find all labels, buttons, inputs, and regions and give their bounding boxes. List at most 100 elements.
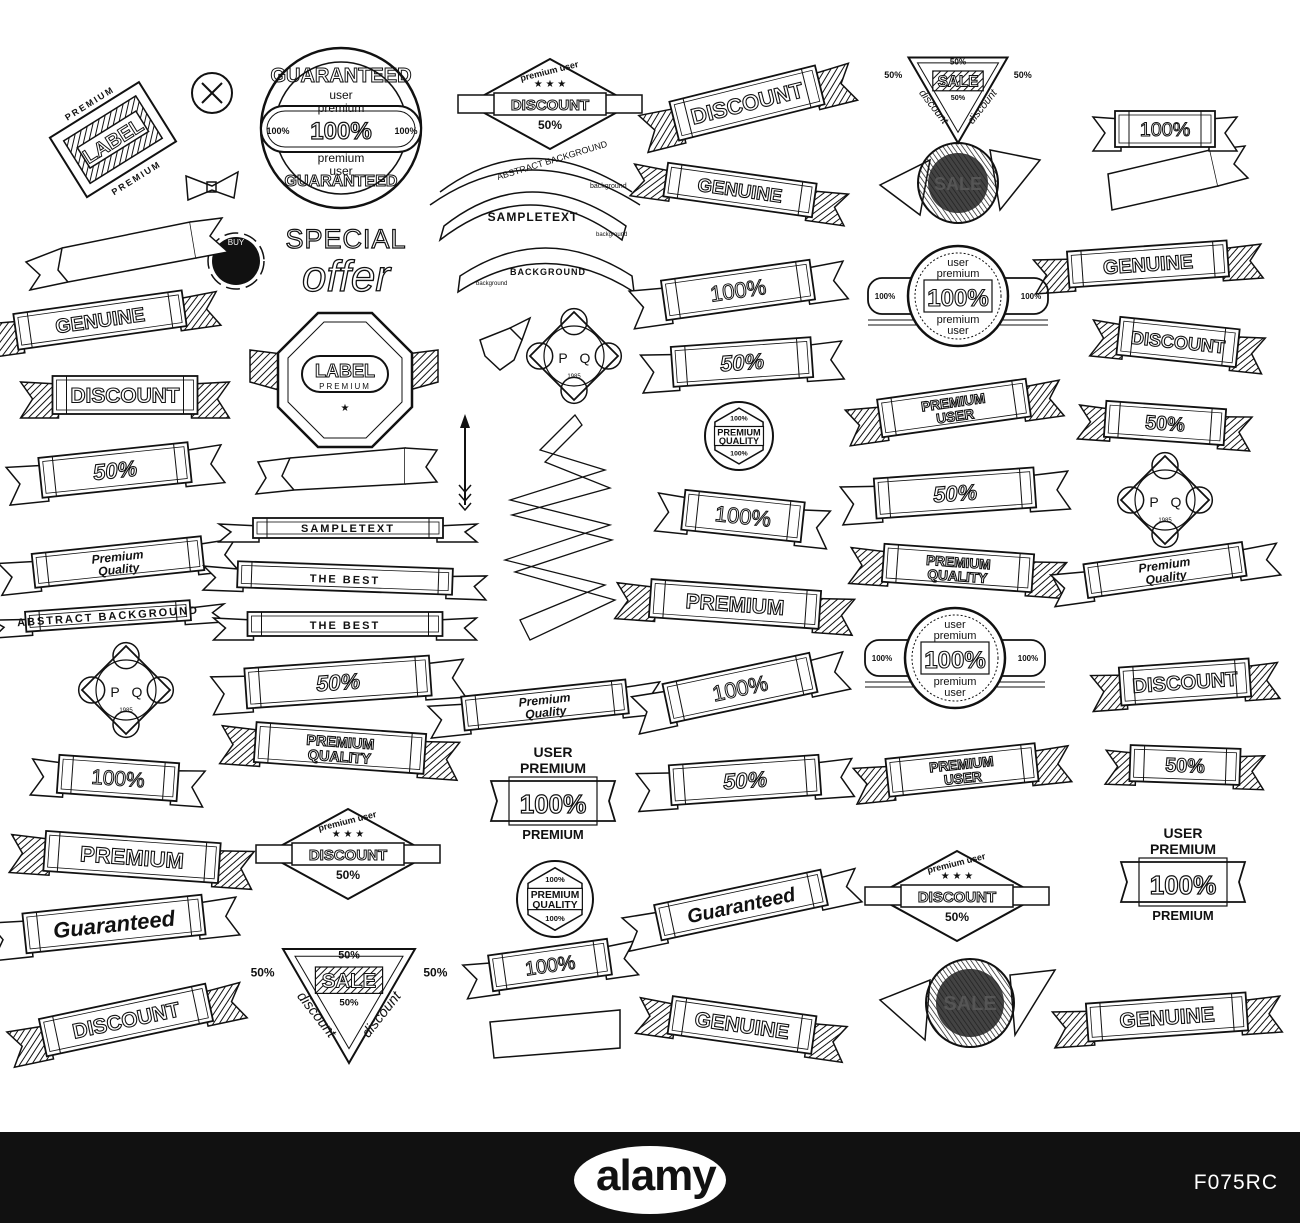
svg-text:background: background <box>596 232 627 238</box>
ribbon-text: USER <box>943 769 983 788</box>
blank-ribbon <box>24 217 230 292</box>
svg-text:100%: 100% <box>872 654 892 663</box>
svg-text:premium: premium <box>934 630 977 642</box>
ribbon-r21: 100% <box>627 258 850 330</box>
svg-text:50%: 50% <box>884 70 902 80</box>
ribbon-r20: GENUINE <box>628 161 851 227</box>
svg-text:100%: 100% <box>924 647 985 674</box>
ribbon-r28: GENUINE <box>633 995 849 1064</box>
svg-text:★ ★ ★: ★ ★ ★ <box>941 871 973 882</box>
ribbon-r25: 100% <box>629 650 853 735</box>
svg-text:background: background <box>476 281 507 287</box>
ribbon-text: 50% <box>719 348 765 376</box>
svg-text:PREMIUM: PREMIUM <box>531 890 580 901</box>
svg-text:SPECIAL: SPECIAL <box>285 224 406 254</box>
svg-text:100%: 100% <box>1150 870 1217 900</box>
ribbon-text: Premium <box>91 547 144 566</box>
ribbon-text: 50% <box>1144 412 1185 437</box>
svg-text:★ ★ ★: ★ ★ ★ <box>534 79 566 90</box>
svg-text:BUY: BUY <box>228 238 245 247</box>
ribbon-r7: PREMIUM <box>7 829 256 891</box>
svg-text:user: user <box>329 164 352 178</box>
svg-text:USER: USER <box>534 744 573 760</box>
svg-text:50%: 50% <box>423 966 447 980</box>
svg-text:100%: 100% <box>875 292 895 301</box>
ribbon-r8: Guaranteed <box>0 893 242 962</box>
special-offer-title: SPECIAL offer <box>285 223 406 301</box>
svg-text:100%: 100% <box>1021 292 1041 301</box>
ribbon-text: THE BEST <box>310 573 381 587</box>
ribbon-r35: DISCOUNT <box>1088 315 1267 375</box>
close-icon <box>191 72 233 114</box>
alamy-logo-oval <box>574 1146 726 1214</box>
ribbon-text: Quality <box>525 703 569 721</box>
svg-text:100%: 100% <box>394 126 417 136</box>
svg-text:100%: 100% <box>927 285 988 312</box>
svg-text:SALE: SALE <box>322 970 376 992</box>
ribbon-text: QUALITY <box>307 747 372 767</box>
ribbon-r24: PREMIUM <box>613 578 857 637</box>
svg-text:BACKGROUND: BACKGROUND <box>510 267 586 277</box>
ribbon-text: 50% <box>1165 754 1206 777</box>
ribbon-text: PREMIUM <box>926 553 992 572</box>
svg-text:50%: 50% <box>338 950 360 962</box>
ribbon-r1: GENUINE <box>0 289 223 360</box>
ribbon-text: Quality <box>98 560 142 578</box>
svg-text:PREMIUM: PREMIUM <box>520 760 586 776</box>
ribbon-text: PREMIUM <box>928 754 994 776</box>
svg-text:DISCOUNT: DISCOUNT <box>511 97 589 114</box>
guaranteed-seal: GUARANTEED user premium 100% 100% 100% p… <box>259 46 423 210</box>
svg-text:★: ★ <box>341 403 350 414</box>
ribbon-r26: 50% <box>634 753 856 813</box>
ribbon-r5: ABSTRACT BACKGROUND <box>0 599 228 639</box>
ribbon-text: Premium <box>518 690 571 709</box>
label-corner-badge: LABEL PREMIUM PREMIUM <box>48 80 178 199</box>
svg-text:P: P <box>1149 494 1158 510</box>
svg-text:user: user <box>329 88 352 102</box>
ribbon-text: 50% <box>932 479 978 507</box>
ribbon-text: 50% <box>722 766 768 794</box>
watermark-footer <box>0 1132 1300 1223</box>
blank-ribbon <box>1107 145 1250 211</box>
svg-text:★ ★ ★: ★ ★ ★ <box>332 829 364 840</box>
ribbon-text: 50% <box>92 456 138 485</box>
svg-text:100%: 100% <box>730 416 747 423</box>
ribbon-collection-artwork: LABEL PREMIUM PREMIUM GUARANTEED user pr… <box>0 46 1284 1069</box>
ribbon-text: PREMIUM <box>306 733 375 754</box>
svg-text:100%: 100% <box>310 118 371 145</box>
image-id: F075RC <box>1193 1171 1278 1194</box>
svg-text:50%: 50% <box>945 910 969 924</box>
svg-text:GUARANTEED: GUARANTEED <box>270 65 411 87</box>
ribbon-r30: 50% <box>838 466 1072 526</box>
arrow-icon <box>458 414 472 512</box>
svg-text:premium: premium <box>937 268 980 280</box>
svg-text:premium: premium <box>318 151 365 165</box>
svg-text:QUALITY: QUALITY <box>532 900 577 911</box>
svg-text:PREMIUM: PREMIUM <box>319 382 371 391</box>
ribbon-r3: 50% <box>4 441 227 507</box>
svg-text:PREMIUM: PREMIUM <box>1150 841 1216 857</box>
ribbon-r36: 50% <box>1075 399 1254 452</box>
ribbon-text: 50% <box>315 668 361 696</box>
ribbon-text: DISCOUNT <box>70 385 179 408</box>
dark-sale-seal-2: SALE <box>878 958 1057 1048</box>
ribbon-text: SAMPLETEXT <box>301 523 395 535</box>
octagon-label-badge: LABEL PREMIUM ★ <box>249 311 439 449</box>
svg-text:SAMPLETEXT: SAMPLETEXT <box>488 210 579 224</box>
svg-text:1985: 1985 <box>567 374 581 380</box>
arc-ribbon-sampletext: SAMPLETEXT background <box>438 191 627 242</box>
svg-text:100%: 100% <box>730 451 747 458</box>
svg-text:100%: 100% <box>545 914 565 923</box>
ribbon-r18: 100% <box>461 937 641 1000</box>
